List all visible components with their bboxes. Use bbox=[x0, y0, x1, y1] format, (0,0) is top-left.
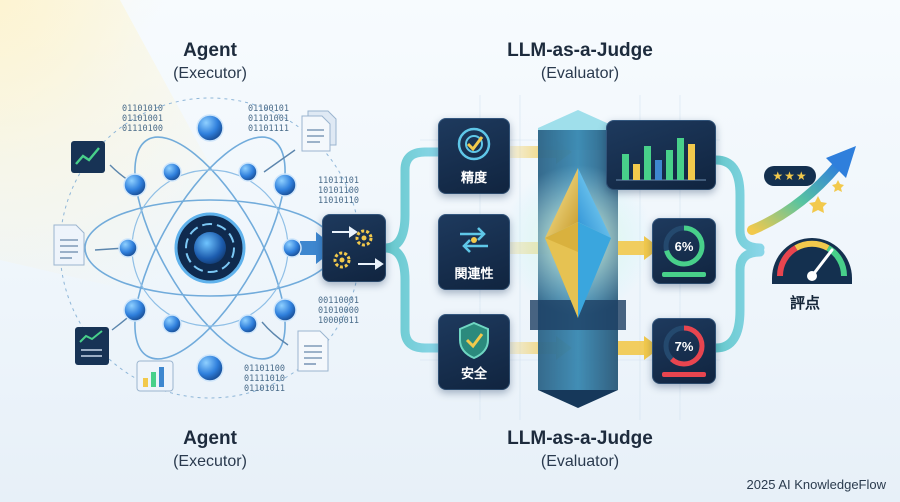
network-node bbox=[282, 238, 302, 258]
footer-credit: 2025 AI KnowledgeFlow bbox=[746, 477, 886, 492]
criteria-card-safety: 安全 bbox=[438, 314, 510, 390]
progress-ring-icon: 6% bbox=[662, 225, 706, 277]
percent-value: 7% bbox=[675, 339, 694, 354]
network-node bbox=[273, 173, 297, 197]
documents-icon bbox=[301, 110, 337, 152]
binary-text: 00110001 01010000 10000011 bbox=[318, 296, 359, 326]
criteria-card-relevance: 関連性 bbox=[438, 214, 510, 290]
document-icon bbox=[53, 224, 85, 266]
score-label: 評点 bbox=[790, 295, 821, 312]
judge-title-top: LLM-as-a-Judge (Evaluator) bbox=[470, 40, 690, 83]
judge-heading: LLM-as-a-Judge bbox=[507, 40, 653, 61]
result-chart-card bbox=[606, 120, 716, 190]
network-node bbox=[162, 162, 182, 182]
binary-text: 01101100 01111010 01101011 bbox=[244, 364, 285, 394]
criteria-label: 関連性 bbox=[454, 266, 494, 281]
judge-role: (Evaluator) bbox=[540, 453, 620, 470]
shield-check-icon bbox=[459, 321, 489, 360]
line-chart-icon bbox=[71, 141, 105, 173]
criteria-label: 安全 bbox=[460, 366, 487, 381]
agent-title-bottom: Agent (Executor) bbox=[130, 428, 290, 471]
network-node bbox=[238, 314, 258, 334]
arrows-exchange-icon bbox=[460, 227, 488, 253]
processing-card bbox=[322, 214, 386, 282]
agent-title-top: Agent (Executor) bbox=[130, 40, 290, 83]
agent-heading: Agent bbox=[183, 40, 237, 61]
judge-heading: LLM-as-a-Judge bbox=[507, 428, 653, 449]
result-percent-card-bottom: 7% bbox=[652, 318, 716, 384]
gear-icon bbox=[332, 226, 384, 270]
network-node bbox=[238, 162, 258, 182]
criteria-label: 精度 bbox=[460, 170, 487, 185]
core-node bbox=[194, 232, 226, 264]
result-percent-card-middle: 6% bbox=[652, 218, 716, 284]
bar-chart-icon bbox=[136, 360, 174, 392]
target-check-icon bbox=[457, 127, 491, 161]
binary-text: 01101010 01101001 01110100 bbox=[122, 104, 163, 134]
network-node bbox=[123, 173, 147, 197]
network-node bbox=[118, 238, 138, 258]
progress-ring-icon: 7% bbox=[662, 325, 706, 377]
network-node bbox=[196, 114, 224, 142]
bar-chart-icon bbox=[616, 138, 706, 181]
network-node bbox=[196, 354, 224, 382]
agent-role: (Executor) bbox=[173, 65, 247, 82]
network-node bbox=[123, 298, 147, 322]
agent-role: (Executor) bbox=[173, 453, 247, 470]
network-node bbox=[273, 298, 297, 322]
rating-stars: ★★★ bbox=[764, 166, 816, 186]
percent-value: 6% bbox=[675, 239, 694, 254]
network-node bbox=[162, 314, 182, 334]
agent-heading: Agent bbox=[183, 428, 237, 449]
judge-title-bottom: LLM-as-a-Judge (Evaluator) bbox=[470, 428, 690, 471]
document-icon bbox=[297, 330, 329, 372]
speedometer-icon bbox=[772, 238, 852, 284]
binary-text: 11011101 10101100 11010110 bbox=[318, 176, 359, 206]
core-node-inner-ring bbox=[185, 223, 235, 273]
report-icon bbox=[75, 327, 109, 365]
judge-role: (Evaluator) bbox=[540, 65, 620, 82]
criteria-card-accuracy: 精度 bbox=[438, 118, 510, 194]
binary-text: 01100101 01101001 01101111 bbox=[248, 104, 289, 134]
